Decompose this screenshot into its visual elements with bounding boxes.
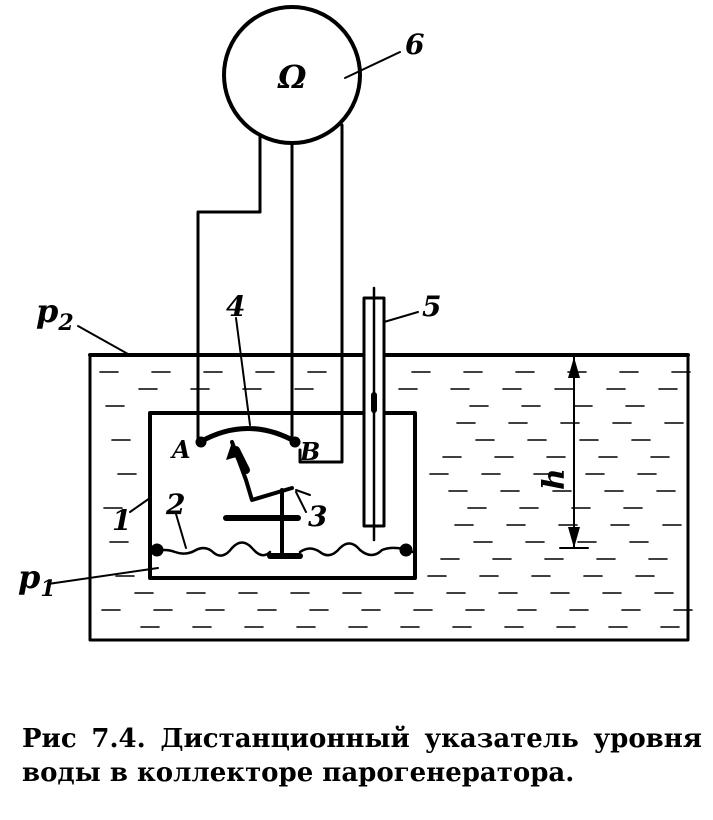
- membrane-clamp-right: [399, 543, 413, 557]
- label-point-a: A: [170, 435, 191, 464]
- resistor-arc: [197, 426, 299, 445]
- diagram-svg: Ω 6 5 4 3 2 1 A B h p2 p1: [18, 5, 693, 642]
- label-pressure-bottom: p1: [18, 558, 56, 602]
- label-pressure-top-sub: 2: [57, 310, 73, 336]
- caption-text: Дистанционный указатель уровня воды в ко…: [22, 724, 702, 788]
- pointer-tip: [226, 442, 240, 460]
- ohmmeter-symbol: Ω: [277, 58, 307, 96]
- contact-b: [289, 436, 301, 448]
- label-6: 6: [405, 28, 424, 61]
- diagram-figure: Ω 6 5 4 3 2 1 A B h p2 p1: [18, 5, 693, 642]
- label-2: 2: [165, 488, 185, 521]
- collector-vessel: [88, 353, 690, 642]
- label-pressure-bottom-sub: 1: [40, 576, 55, 602]
- membrane-clamp-left: [150, 543, 164, 557]
- water-hatching: [99, 371, 693, 628]
- leader-3: [295, 491, 307, 513]
- label-pressure-bottom-symbol: p: [18, 558, 40, 596]
- wire-left: [196, 133, 262, 442]
- label-height: h: [537, 468, 572, 490]
- label-4: 4: [226, 290, 245, 323]
- label-pressure-top: p2: [36, 292, 74, 336]
- leader-4: [235, 317, 251, 426]
- caption-prefix: Рис: [22, 724, 77, 754]
- label-3: 3: [308, 500, 327, 533]
- label-5: 5: [422, 290, 441, 323]
- label-1: 1: [112, 504, 131, 537]
- leader-2: [175, 513, 187, 549]
- contact-a: [195, 436, 207, 448]
- leader-5: [383, 311, 419, 323]
- leader-p2: [77, 325, 129, 355]
- leader-p1: [47, 567, 159, 585]
- lever-mechanism: [223, 440, 311, 559]
- figure-caption: Рис 7.4. Дистанционный указатель уровня …: [22, 722, 702, 790]
- label-pressure-top-symbol: p: [36, 292, 58, 330]
- leader-6: [344, 51, 401, 79]
- leader-1: [129, 497, 151, 513]
- label-point-b: B: [299, 437, 320, 466]
- caption-number: 7.4.: [91, 724, 146, 754]
- wire-right: [298, 123, 344, 464]
- membrane: [150, 541, 415, 557]
